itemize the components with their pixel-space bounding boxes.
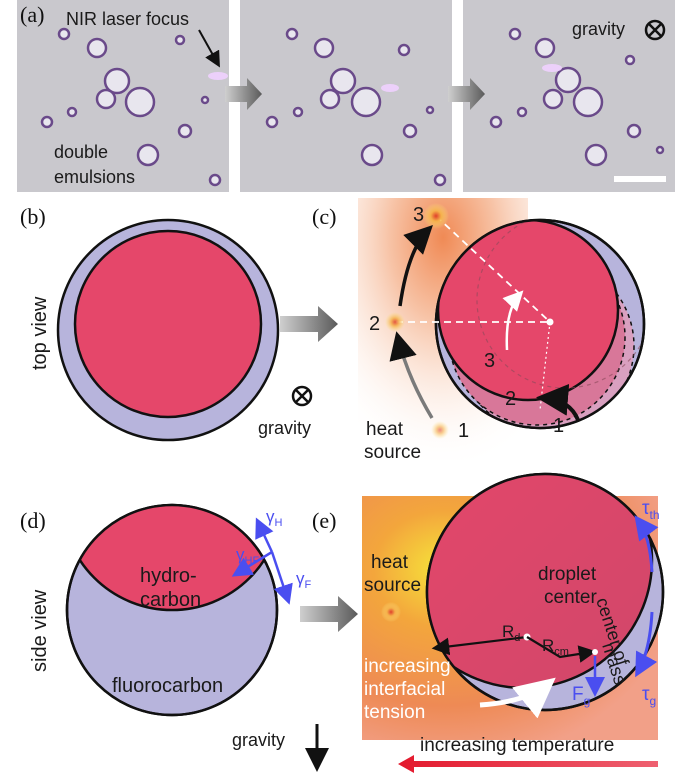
laser-label: NIR laser focus [66, 9, 189, 29]
droplet-center-line2: center [544, 587, 597, 608]
micrograph-1 [17, 0, 229, 192]
gamma-hf-label: γHF [236, 545, 259, 567]
temperature-label: increasing temperature [420, 735, 614, 756]
guide-line-to-3 [435, 215, 551, 323]
emulsion-label-line2: emulsions [54, 167, 135, 187]
panel-e: (e) heat source droplet center center of… [312, 472, 665, 773]
droplet-move-arrow [536, 383, 580, 421]
outline-side [65, 503, 279, 717]
heat-path-arrow-2 [398, 225, 433, 307]
panel-d: (d) side view hydro- carbon fluorocarbon… [20, 503, 358, 772]
rd-label: Rd [502, 622, 520, 644]
rd-line [431, 635, 528, 656]
hydrocarbon-line1: hydro- [140, 565, 197, 587]
side-view-label: side view [29, 589, 51, 672]
step-arrow-1 [225, 78, 262, 110]
panel-a: (a) NIR laser focus gravity double emuls… [17, 0, 675, 192]
rcm-line [526, 636, 597, 663]
panel-c: (c) 3 2 1 3 2 1 heat source [312, 198, 646, 463]
gamma-f-arrow [270, 551, 293, 605]
heat-pos-1: 1 [458, 420, 469, 442]
top-view-label: top view [29, 296, 51, 370]
droplet-outline-c [434, 218, 646, 430]
drop-pos-3: 3 [484, 350, 495, 372]
heat-spot-2 [385, 312, 405, 332]
tension-arrow [479, 677, 556, 719]
gamma-hf-arrow [231, 550, 273, 577]
laser-glint-3 [542, 64, 562, 72]
gravity-label-d: gravity [232, 730, 285, 750]
step-arrow-2 [448, 78, 485, 110]
laser-glint-2 [381, 84, 399, 92]
micrograph-3 [463, 0, 675, 192]
fg-label: Fg [572, 684, 590, 708]
scale-bar [614, 176, 666, 182]
tension-line2: interfacial [364, 679, 445, 700]
laser-glint-1 [208, 72, 228, 80]
b-to-c-arrow [280, 306, 338, 342]
heat-source-e-line2: source [364, 575, 421, 596]
gravity-cross-b [295, 389, 309, 403]
panel-c-label: (c) [312, 204, 336, 229]
micrograph-2 [240, 0, 452, 192]
gravity-into-page-icon-a [644, 19, 666, 41]
heat-pos-3: 3 [413, 204, 424, 226]
tau-th-arrow [634, 515, 659, 573]
gamma-h-arrow [255, 517, 274, 553]
inner-hydrocarbon-top [73, 229, 263, 419]
droplets-frame-2 [265, 27, 447, 187]
gravity-label-a: gravity [572, 19, 625, 39]
heat-source-c-line2: source [364, 442, 421, 463]
rcm-label: Rcm [542, 636, 569, 658]
heat-path-arrow-1 [389, 331, 434, 419]
heat-source-c-line1: heat [366, 419, 404, 440]
temperature-arrow [398, 755, 658, 773]
panel-b-label: (b) [20, 204, 46, 229]
tension-line1: increasing [364, 656, 451, 677]
rotation-arc-white [502, 290, 524, 351]
tension-line3: tension [364, 702, 425, 723]
droplet-center-line1: droplet [538, 564, 597, 585]
heat-source-e-line1: heat [371, 552, 409, 573]
panel-d-label: (d) [20, 508, 46, 533]
gamma-f-label: γF [296, 569, 312, 591]
drop-pos-1: 1 [553, 415, 564, 437]
hydrocarbon-line2: carbon [140, 589, 201, 611]
laser-pointer-arrow [198, 29, 220, 68]
d-to-e-arrow [300, 596, 358, 632]
panel-e-label: (e) [312, 508, 336, 533]
panel-b: (b) top view gravity [20, 204, 338, 442]
gamma-h-label: γH [266, 507, 283, 529]
droplets-frame-1 [40, 27, 222, 187]
gravity-into-page-icon-b [291, 385, 313, 407]
center-point-c [546, 318, 554, 326]
fluorocarbon-label: fluorocarbon [112, 675, 223, 697]
panel-a-label: (a) [20, 2, 44, 27]
emulsion-label-line1: double [54, 142, 108, 162]
heat-spot-1 [431, 421, 449, 439]
tau-g-label: τg [642, 684, 656, 708]
droplets-frame-3 [489, 27, 665, 167]
heat-pos-2: 2 [369, 313, 380, 335]
gravity-label-b: gravity [258, 418, 311, 438]
center-of-mass-point [592, 649, 598, 655]
tau-th-label: τth [642, 498, 660, 522]
inner-hydrocarbon-side [67, 505, 277, 612]
heat-spot-3 [423, 203, 449, 229]
tau-g-arrow [635, 611, 658, 678]
drop-pos-2: 2 [505, 388, 516, 410]
gravity-cross-a [648, 23, 662, 37]
heat-source-spot-e [381, 602, 401, 622]
